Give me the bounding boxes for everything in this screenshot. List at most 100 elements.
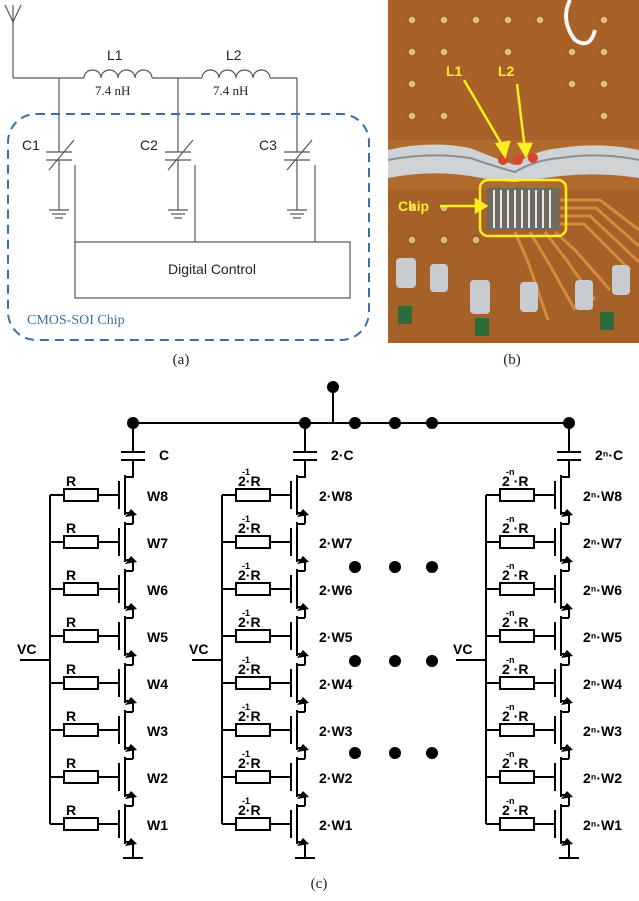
- weight-label: W5: [147, 629, 168, 645]
- panel-c-capacitor-bank: CVCRW8RW7RW6RW5RW4RW3RW2RW12·CVC-12·R2·W…: [17, 381, 623, 859]
- resistor-exponent: -n: [506, 514, 515, 524]
- resistor-label: 2 ·R: [502, 661, 528, 677]
- resistor: [235, 629, 271, 643]
- ellipsis-dot: [389, 417, 401, 429]
- resistor: [63, 535, 99, 549]
- panel-a-caption: (a): [173, 352, 190, 368]
- resistor-exponent: -n: [506, 608, 515, 618]
- weight-label: 2ⁿ·W4: [583, 676, 622, 692]
- resistor-label: R: [66, 614, 76, 630]
- weight-label: 2·W4: [319, 676, 353, 692]
- capacitor-c3-label: C3: [259, 137, 277, 153]
- weight-label: W7: [147, 535, 168, 551]
- weight-label: 2ⁿ·W7: [583, 535, 622, 551]
- resistor: [499, 629, 535, 643]
- resistor: [499, 723, 535, 737]
- resistor-label: 2·R: [238, 755, 261, 771]
- digital-control-block: [74, 241, 351, 299]
- resistor: [235, 582, 271, 596]
- resistor: [499, 582, 535, 596]
- resistor-exponent: -1: [242, 749, 250, 759]
- weight-label: W6: [147, 582, 168, 598]
- chip-outline: [7, 113, 370, 341]
- resistor: [235, 770, 271, 784]
- resistor-label: R: [66, 802, 76, 818]
- solder-strip: [388, 144, 639, 182]
- resistor-exponent: -1: [242, 608, 250, 618]
- resistor-exponent: -n: [506, 749, 515, 759]
- resistor: [63, 629, 99, 643]
- resistor-label: R: [66, 520, 76, 536]
- resistor-exponent: -1: [242, 796, 250, 806]
- resistor-label: 2 ·R: [502, 802, 528, 818]
- resistor: [63, 770, 99, 784]
- resistor-label: 2 ·R: [502, 567, 528, 583]
- resistor-label: 2 ·R: [502, 708, 528, 724]
- resistor: [499, 535, 535, 549]
- panel-a-schematic: [4, 4, 370, 341]
- resistor-label: R: [66, 567, 76, 583]
- resistor-exponent: -n: [506, 467, 515, 477]
- ellipsis-dot: [349, 417, 361, 429]
- ellipsis-dot: [426, 417, 438, 429]
- resistor-label: R: [66, 473, 76, 489]
- vc-label: VC: [17, 641, 36, 657]
- ellipsis-dot: [389, 747, 401, 759]
- ellipsis-dot: [389, 655, 401, 667]
- resistor-label: 2 ·R: [502, 755, 528, 771]
- ellipsis-dot: [426, 561, 438, 573]
- weight-label: 2·W8: [319, 488, 353, 504]
- ellipsis-dot: [349, 747, 361, 759]
- inductor-l1-label: L1: [107, 47, 123, 63]
- resistor-label: 2·R: [238, 473, 261, 489]
- capacitor-label: 2·C: [331, 447, 354, 463]
- resistor-label: 2·R: [238, 661, 261, 677]
- capacitor-c2: [165, 78, 196, 242]
- resistor-label: 2·R: [238, 614, 261, 630]
- resistor-exponent: -1: [242, 702, 250, 712]
- resistor: [235, 817, 271, 831]
- resistor-label: 2·R: [238, 567, 261, 583]
- photo-label-chip: Chip: [398, 198, 429, 214]
- terminal-node: [327, 381, 339, 393]
- panel-b-photo: L1 L2 Chip (b): [387, 0, 639, 368]
- vc-label: VC: [189, 641, 208, 657]
- panel-b-caption: (b): [503, 352, 521, 368]
- photo-label-l2: L2: [498, 63, 515, 79]
- capacitor-label: C: [159, 447, 169, 463]
- capacitor-c1-label: C1: [22, 137, 40, 153]
- resistor: [63, 488, 99, 502]
- resistor-exponent: -1: [242, 561, 250, 571]
- resistor-exponent: -1: [242, 514, 250, 524]
- resistor-exponent: -n: [506, 561, 515, 571]
- inductor-l1-value: 7.4 nH: [95, 83, 130, 98]
- digital-control-label: Digital Control: [168, 261, 256, 277]
- resistor: [63, 582, 99, 596]
- weight-label: W8: [147, 488, 168, 504]
- ellipsis-dot: [426, 655, 438, 667]
- chip-label: CMOS-SOI Chip: [27, 313, 125, 328]
- resistor-exponent: -n: [506, 796, 515, 806]
- panel-c-caption: (c): [311, 876, 328, 892]
- weight-label: 2ⁿ·W2: [583, 770, 622, 786]
- capacitor-c1: [46, 78, 76, 242]
- inductor-l2-value: 7.4 nH: [213, 83, 248, 98]
- resistor: [499, 676, 535, 690]
- weight-label: 2·W1: [319, 817, 353, 833]
- ellipsis-dot: [426, 747, 438, 759]
- weight-label: W3: [147, 723, 168, 739]
- ellipsis-dot: [349, 655, 361, 667]
- resistor: [235, 488, 271, 502]
- resistor-label: R: [66, 755, 76, 771]
- weight-label: 2·W7: [319, 535, 353, 551]
- weight-label: 2ⁿ·W1: [583, 817, 622, 833]
- weight-label: 2ⁿ·W6: [583, 582, 622, 598]
- resistor-label: 2 ·R: [502, 614, 528, 630]
- inductor-l1-coil: [83, 69, 153, 79]
- weight-label: W4: [147, 676, 168, 692]
- capacitor-c2-label: C2: [140, 137, 158, 153]
- weight-label: 2·W6: [319, 582, 353, 598]
- inductor-l2-coil: [201, 69, 271, 79]
- resistor: [235, 676, 271, 690]
- ellipsis-dot: [389, 561, 401, 573]
